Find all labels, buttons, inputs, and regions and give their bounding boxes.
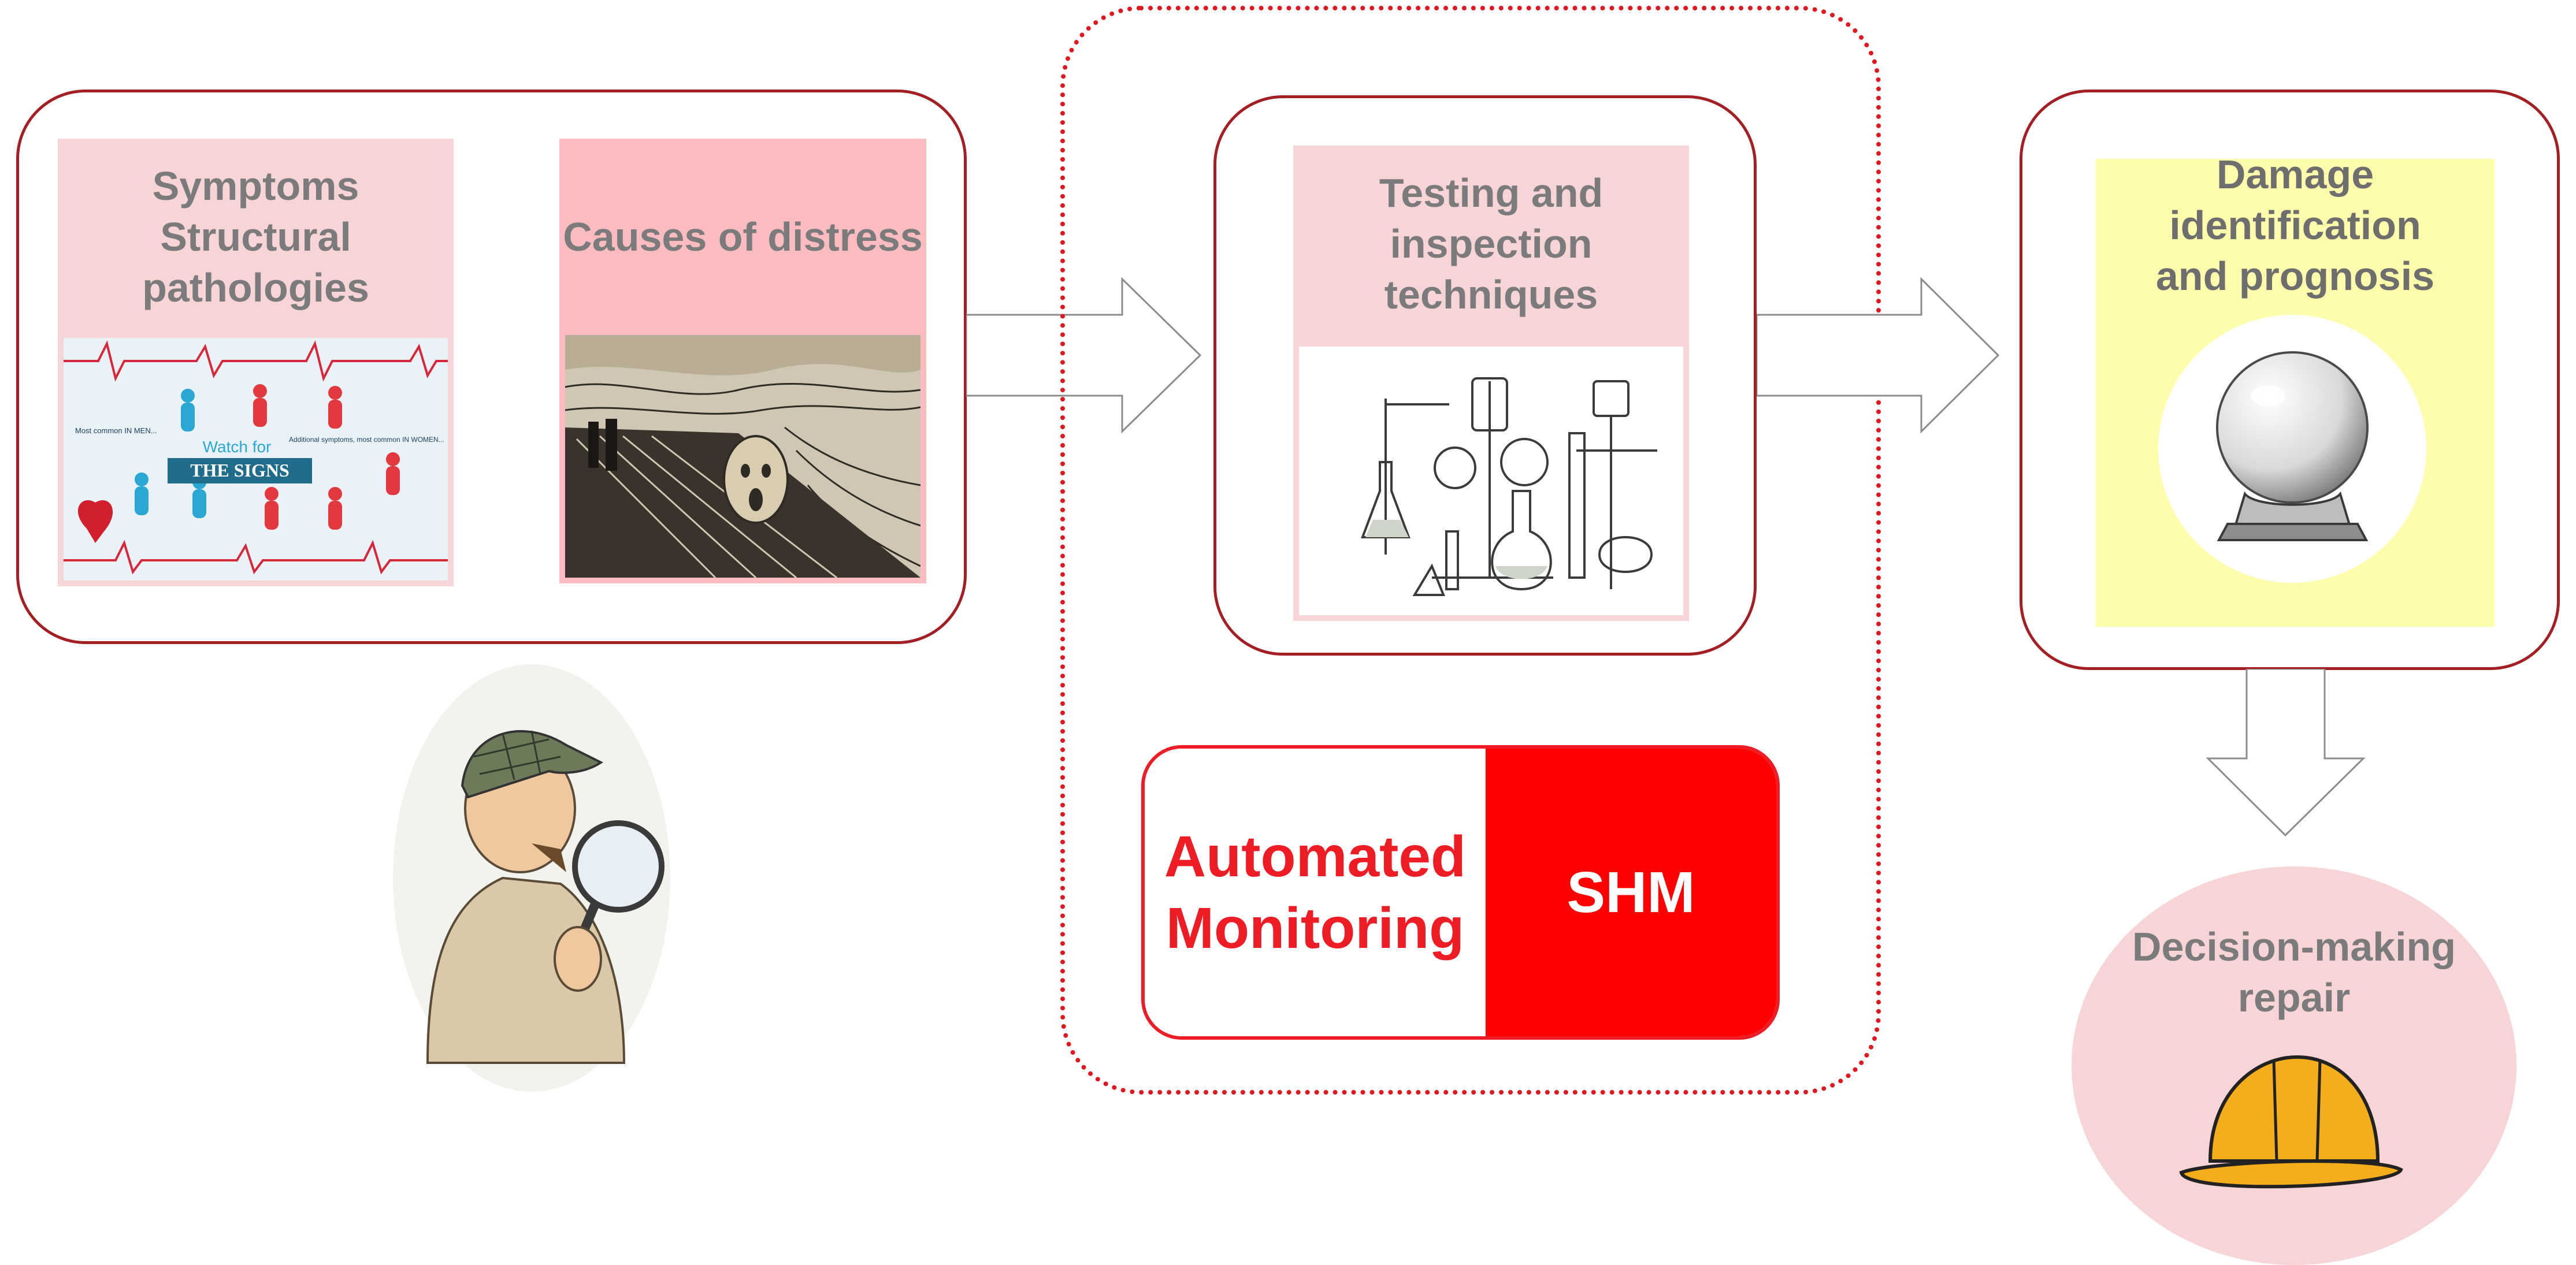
shm-panel: SHM [1486,749,1776,1036]
damage-header: Damage identification and prognosis [2096,152,2495,299]
hard-hat-icon [2179,1055,2403,1189]
screaming-face [723,435,789,524]
monitoring-label-line1: Automated [1164,824,1467,889]
damage-title-line2: and prognosis [2155,254,2435,299]
heart-icon [77,500,113,543]
symptoms-title-line2: Structural pathologies [142,214,369,310]
decision-header: Decision-making repair [2072,921,2516,1023]
decision-title-line2: repair [2237,975,2351,1020]
infographic-headline-big: THE SIGNS [190,460,289,481]
arrow-right-1 [966,277,1202,433]
testing-title-line1: Testing and inspection [1379,170,1603,266]
automated-monitoring-panel: Automated Monitoring [1145,749,1486,1036]
testing-title-line2: techniques [1384,272,1598,317]
heart-signs-illustration: Watch for THE SIGNS Most common IN MEN..… [64,338,448,581]
shm-label: SHM [1567,860,1695,925]
magnifier-lens [572,820,665,913]
damage-title-line1: Damage identification [2169,152,2421,248]
infographic-men-label: Most common IN MEN... [75,426,157,435]
symptoms-infographic: Watch for THE SIGNS Most common IN MEN..… [58,332,454,586]
magnifying-glass-detective-icon [393,664,670,1092]
detective-illustration [376,658,688,1097]
infographic-women-label: Additional symptoms, most common IN WOME… [289,436,444,444]
monitoring-shm-block: Automated Monitoring SHM [1141,745,1780,1040]
causes-image [559,329,926,583]
testing-image [1293,341,1689,621]
crystal-ball-image [2158,309,2427,589]
infographic-headline-small: Watch for [203,438,272,456]
monitoring-label-line2: Monitoring [1165,896,1465,961]
testing-header: Testing and inspection techniques [1293,146,1689,342]
assessment-group [1060,6,1881,1095]
causes-header: Causes of distress [559,139,926,335]
crystal-ball-icon [2158,315,2426,583]
symptoms-header: Symptoms Structural pathologies [58,139,454,335]
symptoms-title-line1: Symptoms [152,163,359,209]
the-scream-painting [565,335,920,578]
decision-title-line1: Decision-making [2132,924,2456,969]
decision-circle: Decision-making repair [2072,866,2516,1265]
arrow-down [2206,669,2365,836]
lab-glassware-icon [1361,377,1657,596]
causes-title: Causes of distress [563,214,923,259]
arrow-right-2 [1757,277,1999,433]
